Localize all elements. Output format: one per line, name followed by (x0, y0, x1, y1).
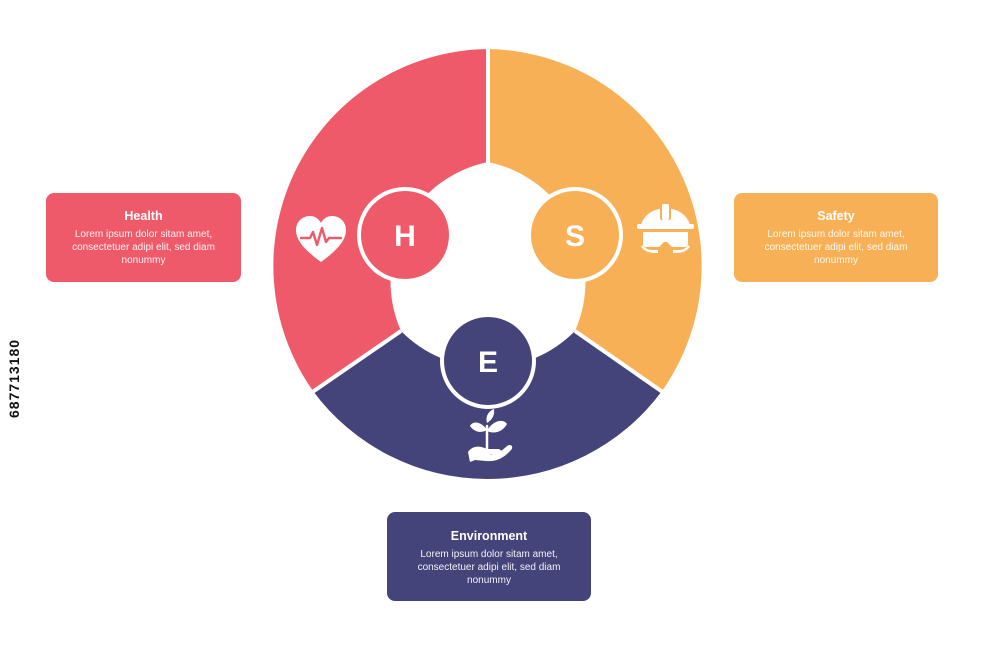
plant-in-hand-icon (468, 409, 513, 462)
stock-image-id: 687713180 (6, 338, 22, 418)
segment-dividers (309, 46, 666, 395)
letter-circle-h[interactable]: H (357, 187, 453, 283)
letter-e: E (478, 346, 498, 379)
health-card[interactable]: Health Lorem ipsum dolor sitam amet, con… (46, 193, 241, 282)
heart-pulse-icon (296, 216, 346, 262)
letter-s: S (565, 220, 585, 253)
environment-title: Environment (450, 529, 528, 543)
health-description: Lorem ipsum dolor sitam amet, consectetu… (72, 229, 215, 266)
environment-description: Lorem ipsum dolor sitam amet, consectetu… (417, 549, 561, 586)
letter-circle-e[interactable]: E (440, 313, 536, 409)
health-title: Health (124, 209, 163, 223)
safety-helmet-goggles-icon (637, 204, 694, 253)
safety-title: Safety (817, 209, 855, 223)
letter-circle-s[interactable]: S (527, 187, 623, 283)
safety-card[interactable]: Safety Lorem ipsum dolor sitam amet, con… (734, 193, 938, 282)
letter-h: H (394, 220, 416, 253)
environment-card[interactable]: Environment Lorem ipsum dolor sitam amet… (387, 512, 591, 601)
safety-description: Lorem ipsum dolor sitam amet, consectetu… (764, 229, 908, 266)
